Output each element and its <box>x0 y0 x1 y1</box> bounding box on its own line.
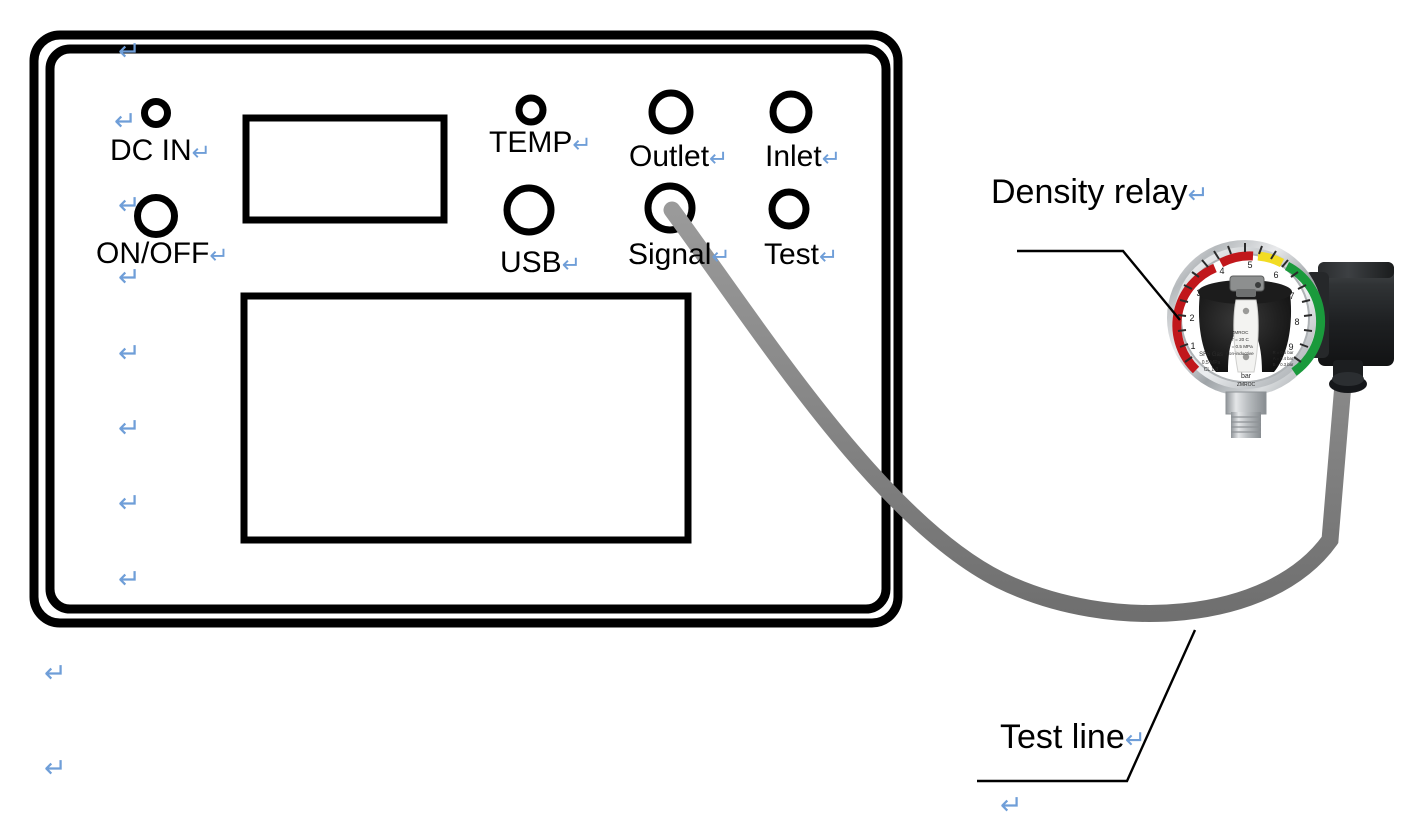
gauge-process-connection <box>1225 391 1267 438</box>
paragraph-mark-icon: ↵ <box>1000 790 1023 821</box>
port-label-usb: USB↵ <box>500 246 581 279</box>
paragraph-mark-icon: ↵ <box>114 106 137 137</box>
svg-text:8: 8 <box>1294 317 1299 327</box>
port-label-outlet: Outlet↵ <box>629 140 729 173</box>
paragraph-mark-icon: ↵ <box>572 132 592 158</box>
svg-text:SF6 Gas: SF6 Gas <box>1199 352 1223 358</box>
upper-display-window <box>242 114 448 224</box>
callout-label-density-relay: Density relay↵ <box>991 173 1209 211</box>
gauge-dial-print: ZMROC T = 20 C P = 0.5 MPa non-inductive… <box>1199 330 1294 388</box>
port-inlet[interactable] <box>769 90 813 134</box>
zone-normal-green <box>1284 262 1326 376</box>
gauge-carrier-screw-top <box>1242 307 1250 315</box>
test-cable <box>663 201 1353 622</box>
svg-text:P = 0.5 MPa: P = 0.5 MPa <box>1227 344 1253 349</box>
port-test[interactable] <box>768 188 810 230</box>
gauge-hex-nut <box>1225 391 1267 415</box>
svg-text:4: 4 <box>1219 266 1224 276</box>
svg-text:5: 5 <box>1247 260 1252 270</box>
paragraph-mark-icon: ↵ <box>209 243 229 269</box>
gauge-carrier-screw-bottom <box>1242 353 1250 361</box>
paragraph-mark-icon: ↵ <box>819 244 839 270</box>
svg-text:bar: bar <box>1241 373 1252 380</box>
sf6-density-relay-gauge: 1 2 3 4 5 6 7 8 9 <box>1167 240 1394 438</box>
svg-text:ZMROC: ZMROC <box>1237 382 1256 388</box>
callout-label-test-line: Test line↵ <box>1000 718 1146 756</box>
port-outlet[interactable] <box>648 89 694 135</box>
port-usb[interactable] <box>503 184 555 236</box>
port-label-on-off: ON/OFF↵ <box>96 237 229 270</box>
port-dc-in[interactable] <box>141 98 171 128</box>
paragraph-mark-icon: ↵ <box>44 658 67 689</box>
connector-body <box>1318 262 1394 366</box>
paragraph-mark-icon: ↵ <box>118 564 141 595</box>
paragraph-mark-icon: ↵ <box>118 190 141 221</box>
svg-text:7: 7 <box>1289 291 1294 301</box>
port-label-dc-in: DC IN↵ <box>110 134 211 167</box>
svg-text:0.5 MPa: 0.5 MPa <box>1202 360 1221 366</box>
port-on-off[interactable] <box>134 194 178 238</box>
paragraph-mark-icon: ↵ <box>561 252 581 278</box>
gauge-thread-lines <box>1231 416 1261 433</box>
paragraph-mark-icon: ↵ <box>1124 725 1146 754</box>
svg-text:A = 0.4 bar: A = 0.4 bar <box>1273 356 1294 361</box>
paragraph-mark-icon: ↵ <box>709 146 729 172</box>
svg-text:6: 6 <box>1273 270 1278 280</box>
gauge-thread-stud <box>1231 412 1261 438</box>
zone-low-alarm-red <box>1172 263 1217 374</box>
port-temp[interactable] <box>515 94 547 126</box>
paragraph-mark-icon: ↵ <box>711 244 731 270</box>
density-relay-leader-line <box>1017 249 1181 321</box>
paragraph-mark-icon: ↵ <box>1187 180 1209 209</box>
connector-top-face <box>1318 262 1394 278</box>
gauge-contact-carrier <box>1233 299 1259 373</box>
paragraph-mark-icon: ↵ <box>118 488 141 519</box>
paragraph-mark-icon: ↵ <box>118 262 141 293</box>
gauge-movement-body <box>1198 292 1292 372</box>
zone-low-alarm-red-upper <box>1218 251 1254 268</box>
port-label-test: Test↵ <box>764 238 839 271</box>
svg-text:CL 1.0: CL 1.0 <box>1204 367 1219 373</box>
port-label-temp: TEMP↵ <box>489 126 592 159</box>
paragraph-mark-icon: ↵ <box>191 140 211 166</box>
svg-text:T = 20 C: T = 20 C <box>1231 337 1249 342</box>
svg-text:non-inductive: non-inductive <box>1226 351 1254 356</box>
svg-text:9: 9 <box>1288 342 1293 352</box>
svg-text:2: 2 <box>1189 313 1194 323</box>
paragraph-mark-icon: ↵ <box>118 338 141 369</box>
paragraph-mark-icon: ↵ <box>44 753 67 784</box>
test-line-leader-line <box>977 629 1197 783</box>
svg-text:R = 0.5 bar: R = 0.5 bar <box>1273 350 1294 355</box>
gauge-microswitch <box>1229 275 1265 297</box>
svg-text:ZMROC: ZMROC <box>1232 330 1250 335</box>
paragraph-mark-icon: ↵ <box>118 36 141 67</box>
paragraph-mark-icon: ↵ <box>118 413 141 444</box>
connector-gland-ring <box>1332 372 1364 386</box>
gauge-tick-marks <box>1177 243 1313 363</box>
svg-text:1: 1 <box>1190 341 1195 351</box>
port-label-signal: Signal↵ <box>628 238 731 271</box>
svg-text:B = 0.3 bar: B = 0.3 bar <box>1273 362 1294 367</box>
paragraph-mark-icon: ↵ <box>821 146 841 172</box>
port-label-inlet: Inlet↵ <box>765 140 841 173</box>
lower-display-window <box>240 292 692 544</box>
